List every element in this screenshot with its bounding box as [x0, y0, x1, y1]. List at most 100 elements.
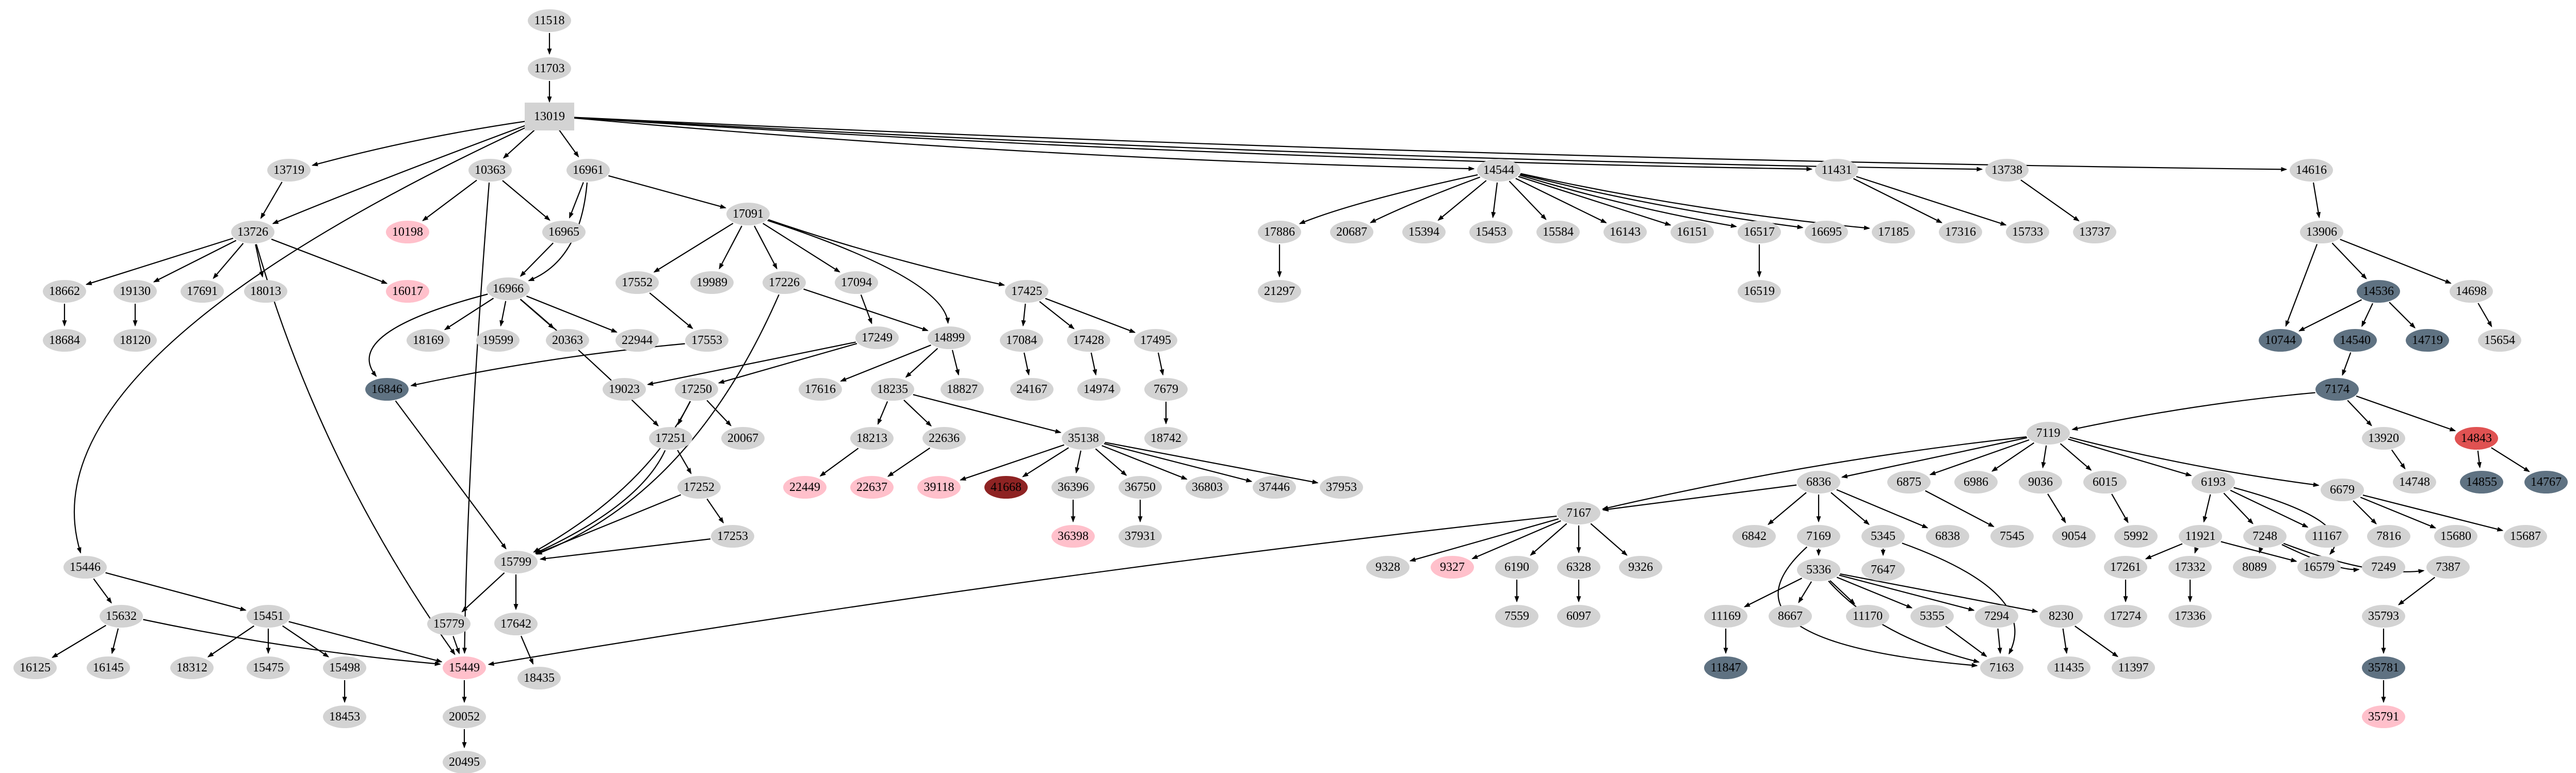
node-7163: 7163	[1980, 656, 2023, 679]
ellipse-node-shape	[1738, 280, 1781, 303]
node-13920: 13920	[2362, 427, 2405, 450]
edge-14544-17185	[1520, 173, 1870, 231]
node-label: 15654	[2484, 334, 2515, 347]
node-18742: 18742	[1144, 427, 1188, 450]
ellipse-node-shape	[2168, 605, 2212, 628]
node-17691: 17691	[181, 280, 224, 303]
ellipse-node-shape	[244, 280, 287, 303]
ellipse-node-shape	[517, 667, 561, 689]
ellipse-node-shape	[1797, 558, 1840, 581]
ellipse-node-shape	[2233, 556, 2276, 579]
ellipse-node-shape	[2362, 705, 2405, 728]
node-7387: 7387	[2426, 556, 2470, 579]
edge-17552-17553	[649, 292, 693, 330]
edge-5336-8230	[1840, 573, 2038, 613]
node-label: 9054	[2062, 530, 2086, 543]
ellipse-node-shape	[1258, 280, 1301, 303]
ellipse-node-shape	[2362, 605, 2405, 628]
ellipse-node-shape	[2259, 329, 2302, 352]
node-label: 6986	[1964, 475, 1988, 489]
edge-14536-14719	[2389, 302, 2416, 328]
ellipse-node-shape	[1861, 525, 1905, 548]
node-label: 18169	[413, 334, 444, 347]
ellipse-node-shape	[871, 378, 914, 401]
ellipse-node-shape	[181, 280, 224, 303]
node-16966: 16966	[487, 277, 530, 300]
edge-13726-15449	[255, 244, 456, 655]
ellipse-node-shape	[468, 159, 512, 182]
ellipse-node-shape	[566, 159, 610, 182]
edge-17226-15799	[536, 294, 780, 555]
node-14544: 14544	[1477, 159, 1520, 182]
node-17553: 17553	[685, 329, 728, 352]
node-11397: 11397	[2112, 656, 2155, 679]
node-17091: 17091	[726, 203, 770, 225]
node-16145: 16145	[87, 656, 130, 679]
ellipse-node-shape	[2504, 525, 2547, 548]
node-18169: 18169	[407, 329, 450, 352]
edge-5345-7163	[1902, 542, 2016, 655]
node-label: 15733	[2012, 225, 2043, 239]
node-label: 15451	[253, 610, 284, 623]
node-14748: 14748	[2393, 471, 2436, 494]
node-label: 15453	[1476, 225, 1506, 239]
node-22944: 22944	[615, 329, 659, 352]
edge-15451-15449	[288, 621, 443, 663]
node-label: 22637	[856, 481, 887, 494]
edge-7174-7119	[2071, 392, 2315, 431]
ellipse-node-shape	[1051, 476, 1095, 499]
ellipse-node-shape	[1005, 280, 1048, 303]
node-13738: 13738	[1985, 159, 2029, 182]
node-label: 13019	[534, 110, 565, 123]
node-label: 16961	[573, 163, 604, 177]
node-label: 6679	[2330, 483, 2355, 497]
node-17495: 17495	[1134, 329, 1177, 352]
node-17428: 17428	[1067, 329, 1110, 352]
ellipse-node-shape	[2114, 525, 2158, 548]
ellipse-node-shape	[2297, 556, 2341, 579]
node-17185: 17185	[1872, 221, 1915, 243]
node-label: 19130	[120, 285, 151, 298]
node-label: 15680	[2440, 530, 2471, 543]
edge-17091-17425	[768, 219, 1006, 287]
ellipse-node-shape	[2073, 221, 2116, 243]
ellipse-node-shape	[1557, 556, 1600, 579]
edge-14544-16517	[1519, 174, 1737, 228]
node-label: 16579	[2304, 561, 2335, 574]
ellipse-node-shape	[528, 9, 571, 32]
ellipse-node-shape	[323, 705, 366, 728]
edge-35138-36750	[1095, 448, 1127, 476]
node-6875: 6875	[1887, 471, 1931, 494]
node-label: 7248	[2253, 530, 2277, 543]
ellipse-node-shape	[1051, 525, 1095, 548]
node-6015: 6015	[2083, 471, 2127, 494]
node-label: 11170	[1853, 610, 1883, 623]
edge-5336-11169	[1743, 578, 1803, 607]
edge-7119-9036	[2041, 445, 2047, 469]
node-label: 16966	[493, 282, 524, 295]
ellipse-node-shape	[2406, 329, 2449, 352]
node-label: 20495	[449, 755, 480, 769]
ellipse-node-shape	[2027, 422, 2070, 445]
node-14536: 14536	[2357, 280, 2400, 303]
node-15779: 15779	[427, 613, 471, 635]
ellipse-node-shape	[1797, 471, 1840, 494]
edge-6015-5992	[2111, 494, 2129, 523]
node-17252: 17252	[677, 476, 721, 499]
edge-35138-37953	[1105, 441, 1319, 484]
node-label: 8667	[1778, 610, 1803, 623]
edge-13726-18662	[85, 237, 234, 285]
node-label: 19989	[696, 276, 727, 289]
node-7559: 7559	[1495, 605, 1538, 628]
node-label: 9036	[2028, 475, 2053, 489]
ellipse-node-shape	[1926, 525, 1969, 548]
ellipse-node-shape	[1738, 221, 1781, 243]
node-15498: 15498	[323, 656, 366, 679]
ellipse-node-shape	[1258, 221, 1301, 243]
node-label: 17428	[1073, 334, 1104, 347]
node-35791: 35791	[2362, 705, 2405, 728]
node-label: 14843	[2461, 432, 2492, 445]
edge-35138-37446	[1104, 443, 1253, 483]
node-label: 18013	[250, 285, 281, 298]
node-7119: 7119	[2027, 422, 2070, 445]
